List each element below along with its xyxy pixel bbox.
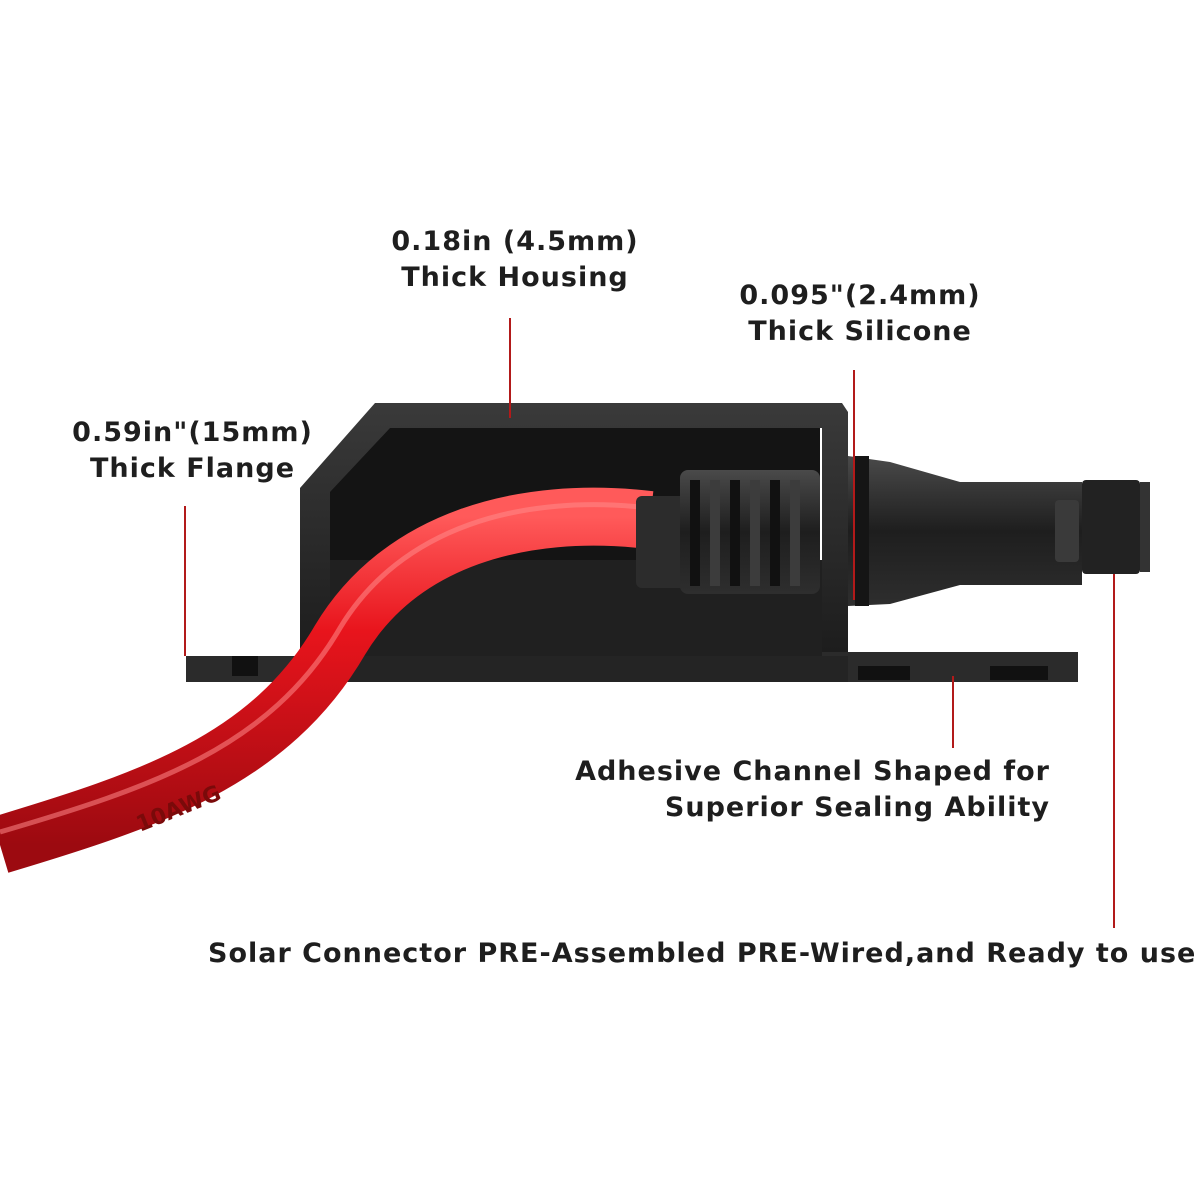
- housing-shell: [300, 403, 848, 660]
- connector-caption: Solar Connector PRE-Assembled PRE-Wired,…: [208, 936, 1196, 972]
- red-cable: [0, 487, 654, 873]
- silicone-thickness-value: 0.095"(2.4mm): [739, 280, 981, 311]
- flange-slot-left: [232, 656, 258, 676]
- cable-gland: [636, 470, 820, 594]
- adhesive-channel-line1: Adhesive Channel Shaped for: [575, 756, 1050, 787]
- connector-caption-text: Solar Connector PRE-Assembled PRE-Wired,…: [208, 938, 1197, 969]
- flange-thickness-label: 0.59in"(15mm) Thick Flange: [70, 415, 315, 487]
- housing-leader-line: [509, 318, 511, 418]
- flange-thickness-caption: Thick Flange: [89, 453, 296, 484]
- adhesive-channel-label: Adhesive Channel Shaped for Superior Sea…: [560, 754, 1050, 826]
- silicone-leader-line: [853, 370, 855, 600]
- solar-connector: [848, 456, 1150, 606]
- adhesive-leader-line: [952, 676, 954, 748]
- silicone-thickness-caption: Thick Silicone: [748, 316, 972, 347]
- adhesive-channel-line2: Superior Sealing Ability: [664, 792, 1050, 823]
- housing-thickness-label: 0.18in (4.5mm) Thick Housing: [380, 224, 650, 296]
- housing-thickness-caption: Thick Housing: [401, 262, 629, 293]
- adhesive-channel-slot-1: [858, 666, 910, 680]
- flange-leader-line: [184, 506, 186, 656]
- adhesive-channel-slot-2: [990, 666, 1048, 680]
- housing-thickness-value: 0.18in (4.5mm): [391, 226, 639, 257]
- connector-leader-line: [1113, 574, 1115, 928]
- silicone-thickness-label: 0.095"(2.4mm) Thick Silicone: [730, 278, 990, 350]
- flange-thickness-value: 0.59in"(15mm): [72, 417, 313, 448]
